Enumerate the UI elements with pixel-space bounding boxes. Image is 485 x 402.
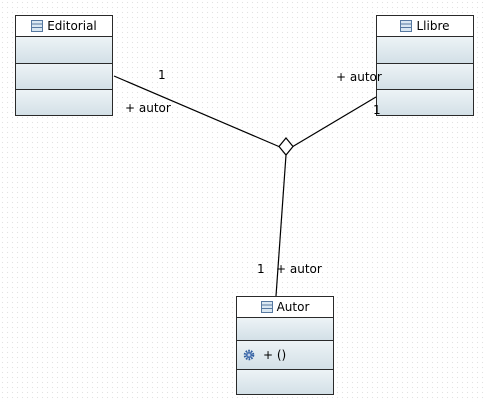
role-llibre-end: + autor (336, 70, 382, 84)
multiplicity-editorial-end: 1 (158, 68, 166, 82)
attributes-compartment[interactable] (16, 37, 112, 64)
class-autor-header: Autor (237, 297, 333, 318)
gear-icon (243, 349, 255, 361)
class-icon (400, 20, 413, 32)
operation-row[interactable]: + () (237, 341, 333, 369)
class-editorial[interactable]: Editorial (15, 15, 113, 116)
extra-compartment[interactable] (237, 370, 333, 394)
multiplicity-autor-end: 1 (257, 262, 265, 276)
n-ary-association-diamond[interactable] (278, 137, 294, 156)
class-autor[interactable]: Autor + () (236, 296, 334, 395)
class-autor-name: Autor (276, 300, 310, 314)
role-editorial-end: + autor (125, 101, 171, 115)
operations-compartment[interactable] (16, 64, 112, 90)
operation-signature: + () (263, 348, 287, 362)
association-line-autor[interactable] (275, 154, 287, 297)
operations-compartment[interactable]: + () (237, 341, 333, 370)
class-llibre-name: Llibre (416, 19, 450, 33)
multiplicity-llibre-end: 1 (373, 103, 381, 117)
extra-compartment[interactable] (16, 90, 112, 115)
class-editorial-header: Editorial (16, 16, 112, 37)
class-icon (31, 20, 44, 32)
attributes-compartment[interactable] (237, 318, 333, 341)
class-llibre[interactable]: Llibre (376, 15, 474, 116)
extra-compartment[interactable] (377, 90, 473, 115)
class-llibre-header: Llibre (377, 16, 473, 37)
class-editorial-name: Editorial (47, 19, 97, 33)
role-autor-end: + autor (276, 262, 322, 276)
attributes-compartment[interactable] (377, 37, 473, 64)
association-line-editorial[interactable] (113, 75, 281, 148)
association-line-llibre[interactable] (291, 96, 377, 148)
operations-compartment[interactable] (377, 64, 473, 90)
class-icon (260, 301, 273, 313)
